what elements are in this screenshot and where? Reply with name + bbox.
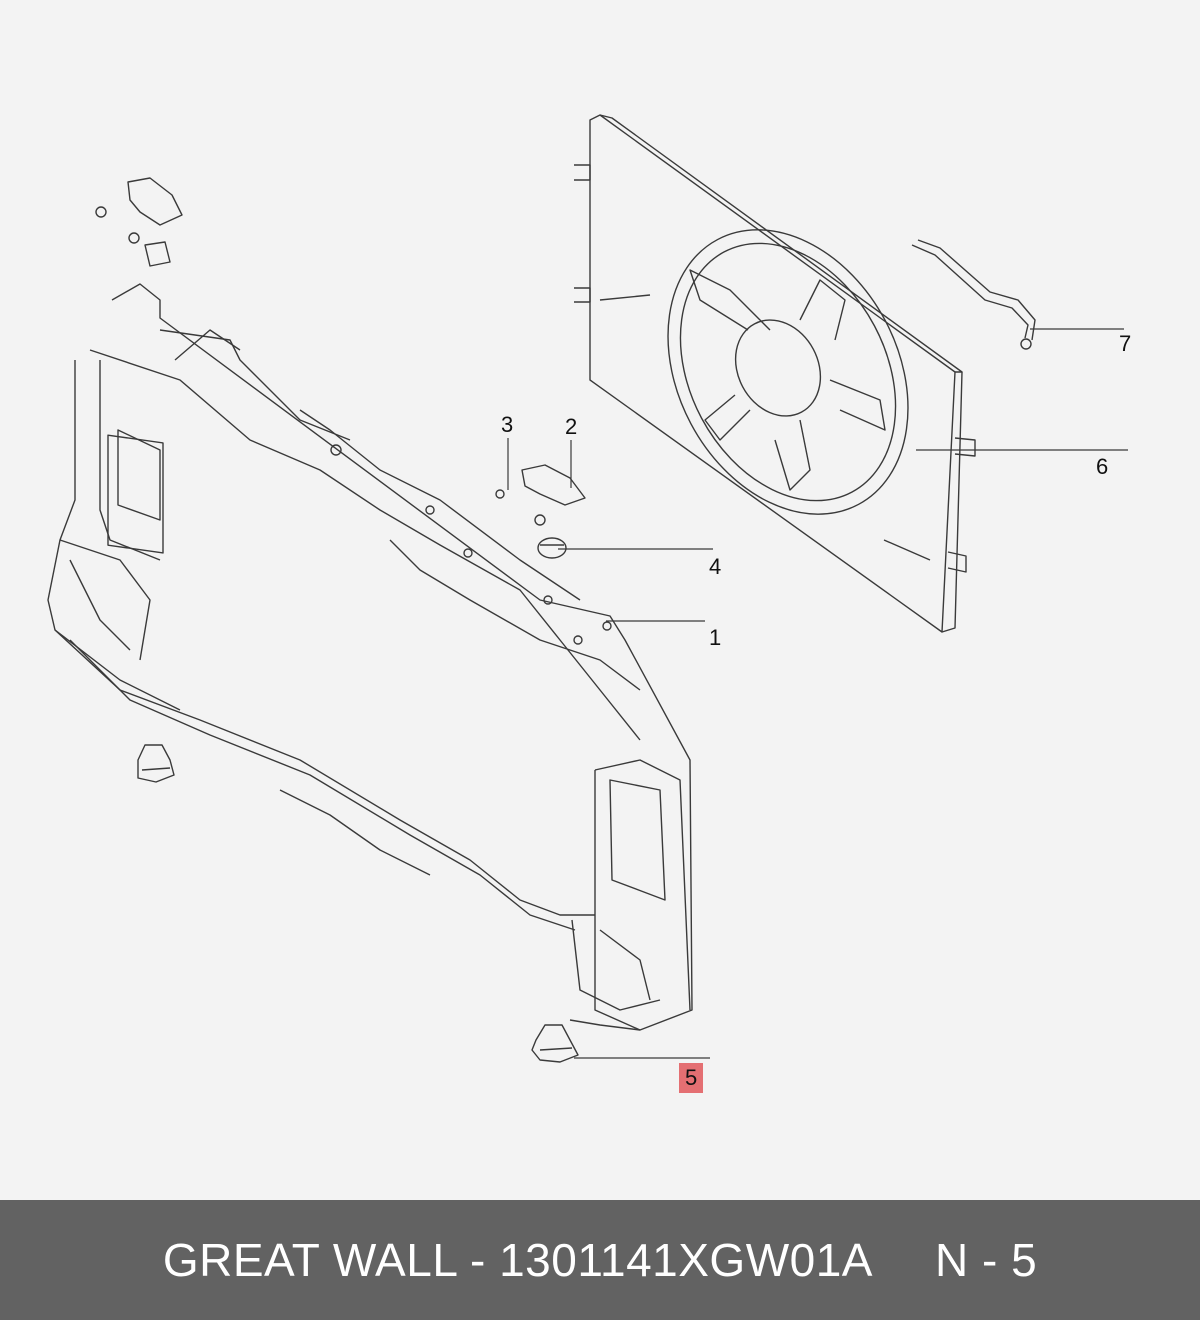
fan-shroud-assembly bbox=[574, 114, 976, 633]
callout-3: 3 bbox=[501, 412, 514, 437]
part-number-footer: GREAT WALL - 1301141XGW01A N - 5 bbox=[0, 1200, 1200, 1320]
radiator-support-frame bbox=[47, 283, 693, 1031]
callout-1: 1 bbox=[709, 625, 722, 650]
bracket-part-2 bbox=[521, 464, 586, 526]
callout-7: 7 bbox=[1119, 331, 1132, 356]
callout-4: 4 bbox=[709, 554, 722, 579]
leader-lines bbox=[507, 328, 1128, 1059]
reference-number-text: N - 5 bbox=[934, 1234, 1038, 1286]
mount-pad-left bbox=[137, 744, 175, 783]
callout-2: 2 bbox=[565, 414, 578, 439]
upper-bracket-cluster bbox=[95, 177, 183, 267]
bolt-part-3 bbox=[495, 489, 505, 499]
callout-6: 6 bbox=[1096, 454, 1109, 479]
exploded-view-drawing bbox=[47, 114, 1128, 1063]
mount-pad-part-5 bbox=[531, 1024, 579, 1063]
parts-diagram: 1 2 3 4 5 6 7 bbox=[47, 114, 1132, 1093]
callout-5-highlighted: 5 bbox=[679, 1063, 704, 1093]
grommet-part-4 bbox=[537, 537, 567, 559]
part-number-text: GREAT WALL - 1301141XGW01A bbox=[162, 1234, 873, 1286]
hose-part-7 bbox=[911, 239, 1036, 350]
